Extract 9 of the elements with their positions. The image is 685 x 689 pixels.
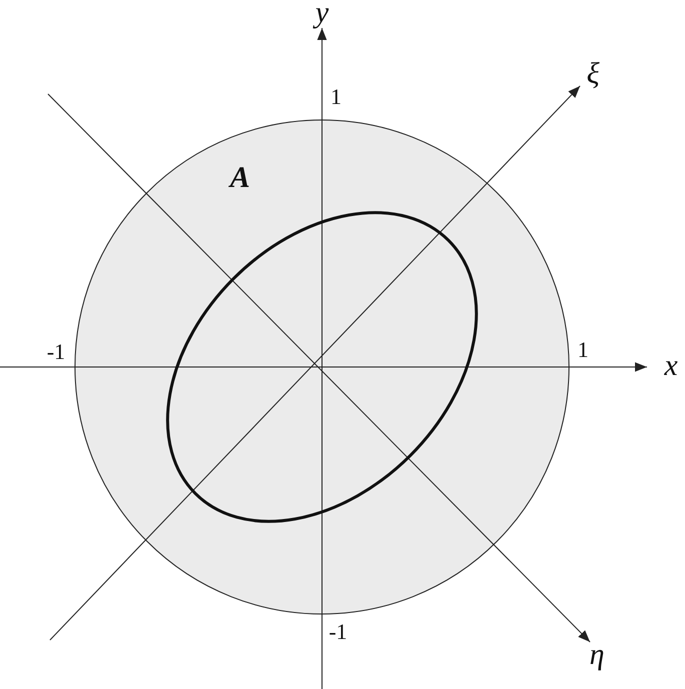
tick-label: -1	[328, 621, 348, 643]
axis-label: ξ	[586, 59, 600, 89]
axis-label: η	[590, 640, 604, 670]
axis-label: y	[315, 0, 329, 28]
tick-label: 1	[578, 339, 588, 361]
tick-label: 1	[330, 86, 342, 108]
tick-label: -1	[46, 341, 66, 363]
axis-label: x	[664, 351, 678, 381]
region-label: A	[230, 163, 250, 193]
